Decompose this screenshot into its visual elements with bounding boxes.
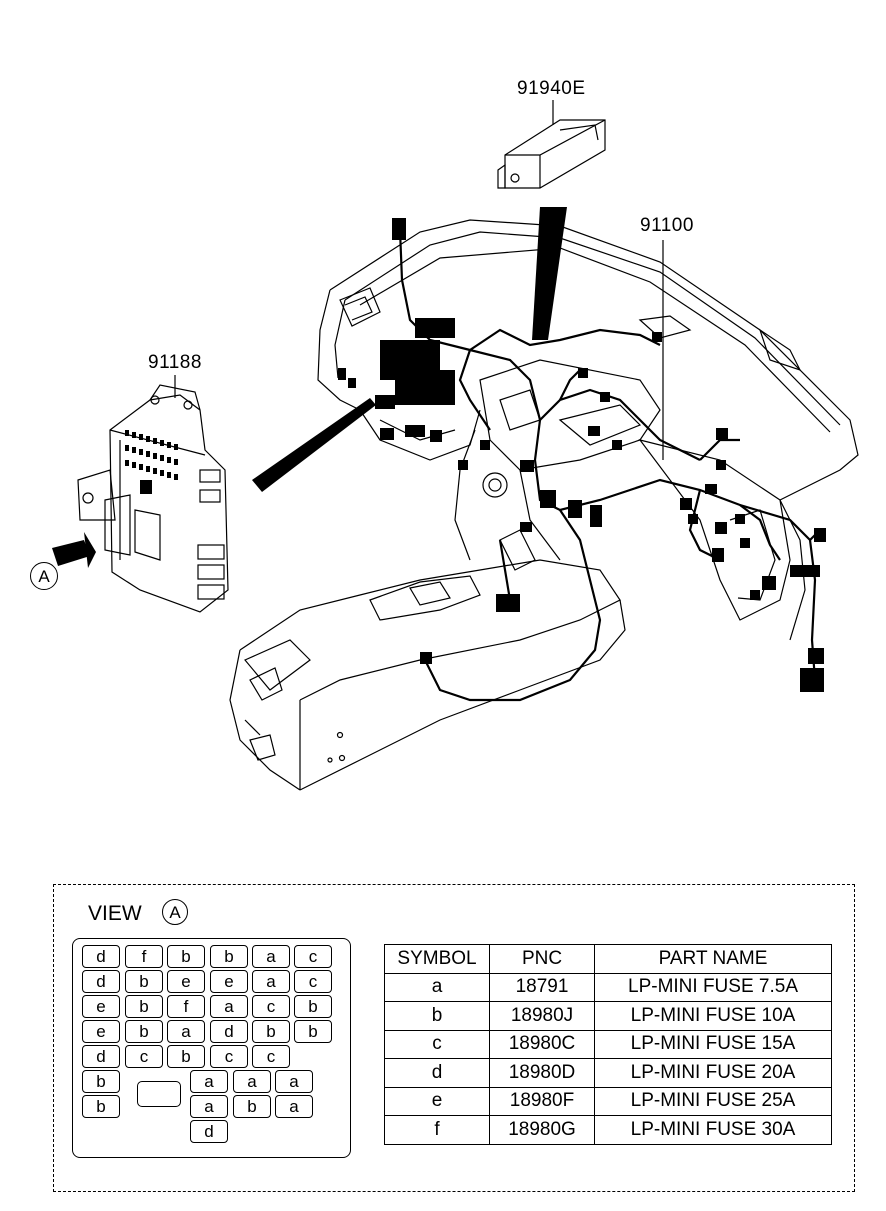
fuse-slot: b xyxy=(125,970,163,993)
legend-row: e 18980F LP-MINI FUSE 25A xyxy=(384,1086,832,1116)
fuse-slot: a xyxy=(233,1070,271,1093)
fuse-slot: b xyxy=(125,1020,163,1043)
legend-pnc: 18980J xyxy=(489,1001,595,1031)
legend-header-symbol: SYMBOL xyxy=(384,944,490,974)
legend-row: b 18980J LP-MINI FUSE 10A xyxy=(384,1001,832,1031)
fuse-slot: b xyxy=(252,1020,290,1043)
legend-row: f 18980G LP-MINI FUSE 30A xyxy=(384,1115,832,1145)
smart-module-callout: 91940E xyxy=(517,78,586,99)
fuse-panel xyxy=(72,938,351,1158)
legend-part-name: LP-MINI FUSE 25A xyxy=(594,1086,832,1116)
view-a-inset xyxy=(53,884,855,1192)
leader-lines xyxy=(174,100,664,460)
fuse-legend-table: SYMBOL PNC PART NAME a 18791 LP-MINI FUS… xyxy=(384,944,832,1145)
fuse-slot: b xyxy=(167,1045,205,1068)
fuse-panel-blank-slot xyxy=(137,1081,181,1107)
legend-symbol: c xyxy=(384,1029,490,1059)
legend-symbol: e xyxy=(384,1086,490,1116)
legend-header-pnc: PNC xyxy=(489,944,595,974)
fuse-slot: b xyxy=(167,945,205,968)
fuse-slot: b xyxy=(82,1070,120,1093)
view-a-marker: A xyxy=(30,562,58,590)
legend-part-name: LP-MINI FUSE 30A xyxy=(594,1115,832,1145)
legend-part-name: LP-MINI FUSE 7.5A xyxy=(594,972,832,1002)
fuse-slot: d xyxy=(190,1120,228,1143)
legend-symbol: a xyxy=(384,972,490,1002)
junction-box-callout: 91188 xyxy=(148,352,202,373)
pointer-arrows xyxy=(52,207,567,568)
fuse-slot: b xyxy=(233,1095,271,1118)
legend-row: d 18980D LP-MINI FUSE 20A xyxy=(384,1058,832,1088)
fuse-slot: e xyxy=(167,970,205,993)
fuse-slot: a xyxy=(275,1070,313,1093)
legend-pnc: 18791 xyxy=(489,972,595,1002)
fuse-slot: e xyxy=(210,970,248,993)
connectors xyxy=(338,218,826,692)
fuse-slot: c xyxy=(210,1045,248,1068)
legend-pnc: 18980C xyxy=(489,1029,595,1059)
harness-diagram xyxy=(52,100,859,791)
fuse-slot: c xyxy=(252,995,290,1018)
fuse-slot: a xyxy=(167,1020,205,1043)
fuse-slot: c xyxy=(252,1045,290,1068)
fuse-slot: d xyxy=(82,970,120,993)
fuse-slot: b xyxy=(82,1095,120,1118)
legend-row: c 18980C LP-MINI FUSE 15A xyxy=(384,1029,832,1059)
fuse-slot: a xyxy=(252,945,290,968)
fuse-slot: b xyxy=(210,945,248,968)
legend-symbol: b xyxy=(384,1001,490,1031)
legend-header-part-name: PART NAME xyxy=(594,944,832,974)
legend-part-name: LP-MINI FUSE 10A xyxy=(594,1001,832,1031)
fuse-slot: e xyxy=(82,1020,120,1043)
legend-pnc: 18980D xyxy=(489,1058,595,1088)
dashboard-outline xyxy=(229,219,859,791)
fuse-slot: f xyxy=(125,945,163,968)
legend-symbol: d xyxy=(384,1058,490,1088)
legend-row: a 18791 LP-MINI FUSE 7.5A xyxy=(384,972,832,1002)
smart-module-drawing xyxy=(497,119,606,189)
fuse-slot: b xyxy=(125,995,163,1018)
fuse-slot: a xyxy=(275,1095,313,1118)
fuse-slot: c xyxy=(294,945,332,968)
fuse-slot: c xyxy=(294,970,332,993)
view-title: VIEW xyxy=(88,902,142,925)
fuse-slot: d xyxy=(82,945,120,968)
view-marker-circle: A xyxy=(162,899,188,925)
main-harness-callout: 91100 xyxy=(640,215,694,236)
junction-box-drawing xyxy=(77,384,229,613)
legend-symbol: f xyxy=(384,1115,490,1145)
fuse-slot: a xyxy=(252,970,290,993)
fuse-slot: c xyxy=(125,1045,163,1068)
fuse-slot: d xyxy=(210,1020,248,1043)
fuse-slot: d xyxy=(82,1045,120,1068)
junction-box-fuse-grid xyxy=(125,430,178,494)
legend-part-name: LP-MINI FUSE 20A xyxy=(594,1058,832,1088)
fuse-slot: a xyxy=(190,1095,228,1118)
legend-pnc: 18980F xyxy=(489,1086,595,1116)
fuse-slot: e xyxy=(82,995,120,1018)
fuse-slot: b xyxy=(294,1020,332,1043)
fuse-slot: f xyxy=(167,995,205,1018)
legend-pnc: 18980G xyxy=(489,1115,595,1145)
fuse-slot: b xyxy=(294,995,332,1018)
fuse-slot: a xyxy=(210,995,248,1018)
legend-header-row: SYMBOL PNC PART NAME xyxy=(384,944,832,974)
fuse-slot: a xyxy=(190,1070,228,1093)
legend-part-name: LP-MINI FUSE 15A xyxy=(594,1029,832,1059)
